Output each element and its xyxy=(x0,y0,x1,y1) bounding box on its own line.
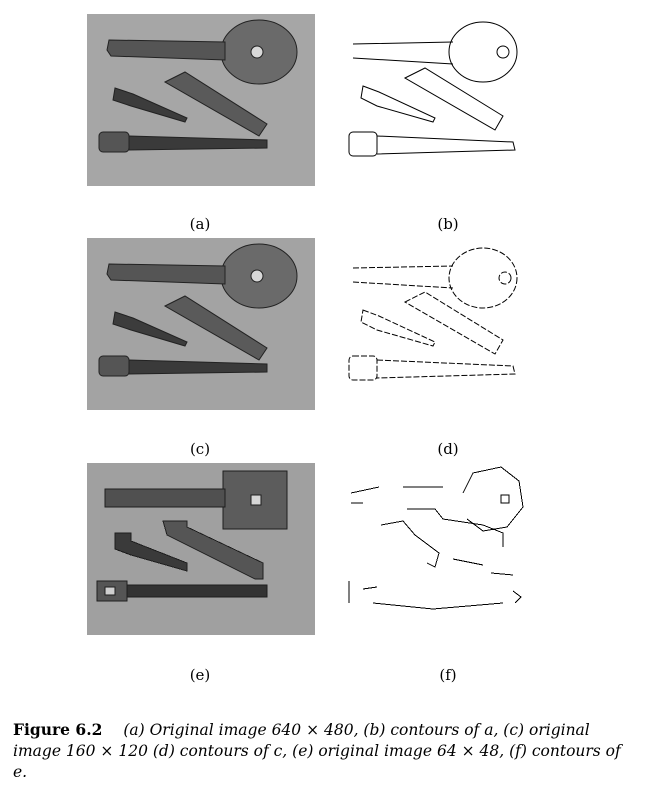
panel-label-d: (d) xyxy=(437,440,459,458)
panel-e-image xyxy=(87,463,315,635)
panel-label-f: (f) xyxy=(439,666,457,684)
caption-text: (a) Original image 640 × 480, (b) contou… xyxy=(13,721,621,781)
panel-d-contours xyxy=(343,238,571,410)
figure-label: Figure 6.2 xyxy=(13,720,103,739)
panel-b-contours xyxy=(343,14,571,186)
panel-label-c: (c) xyxy=(189,440,211,458)
panel-f-contours xyxy=(343,463,571,635)
panel-a-image xyxy=(87,14,315,186)
panel-label-a: (a) xyxy=(189,215,211,233)
panel-label-e: (e) xyxy=(189,666,211,684)
figure-caption: Figure 6.2 (a) Original image 640 × 480,… xyxy=(13,719,639,783)
panel-label-b: (b) xyxy=(437,215,459,233)
panel-c-image xyxy=(87,238,315,410)
